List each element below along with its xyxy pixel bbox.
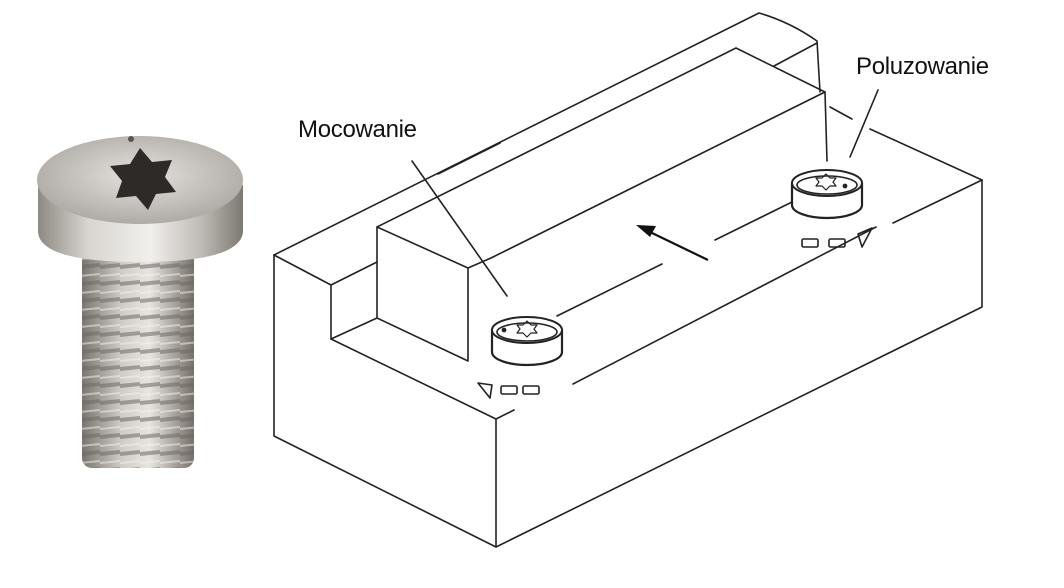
screw-threads (82, 250, 194, 468)
screw-fastening (490, 316, 564, 367)
screw-loosening (790, 169, 864, 220)
fastening-marks (477, 382, 540, 399)
torx-icon (815, 173, 837, 191)
torx-socket-icon (110, 148, 176, 210)
direction-arrow-icon (636, 225, 709, 261)
screw-photo (37, 136, 243, 468)
loosening-leader-line (849, 89, 879, 158)
loosening-label: Poluzowanie (856, 53, 989, 80)
fastening-leader-line (411, 160, 508, 297)
fastening-label: Mocowanie (298, 116, 417, 143)
head-dot (128, 136, 134, 142)
block-drawing (273, 12, 983, 548)
loosening-marks (801, 227, 873, 248)
torx-icon (516, 320, 538, 338)
